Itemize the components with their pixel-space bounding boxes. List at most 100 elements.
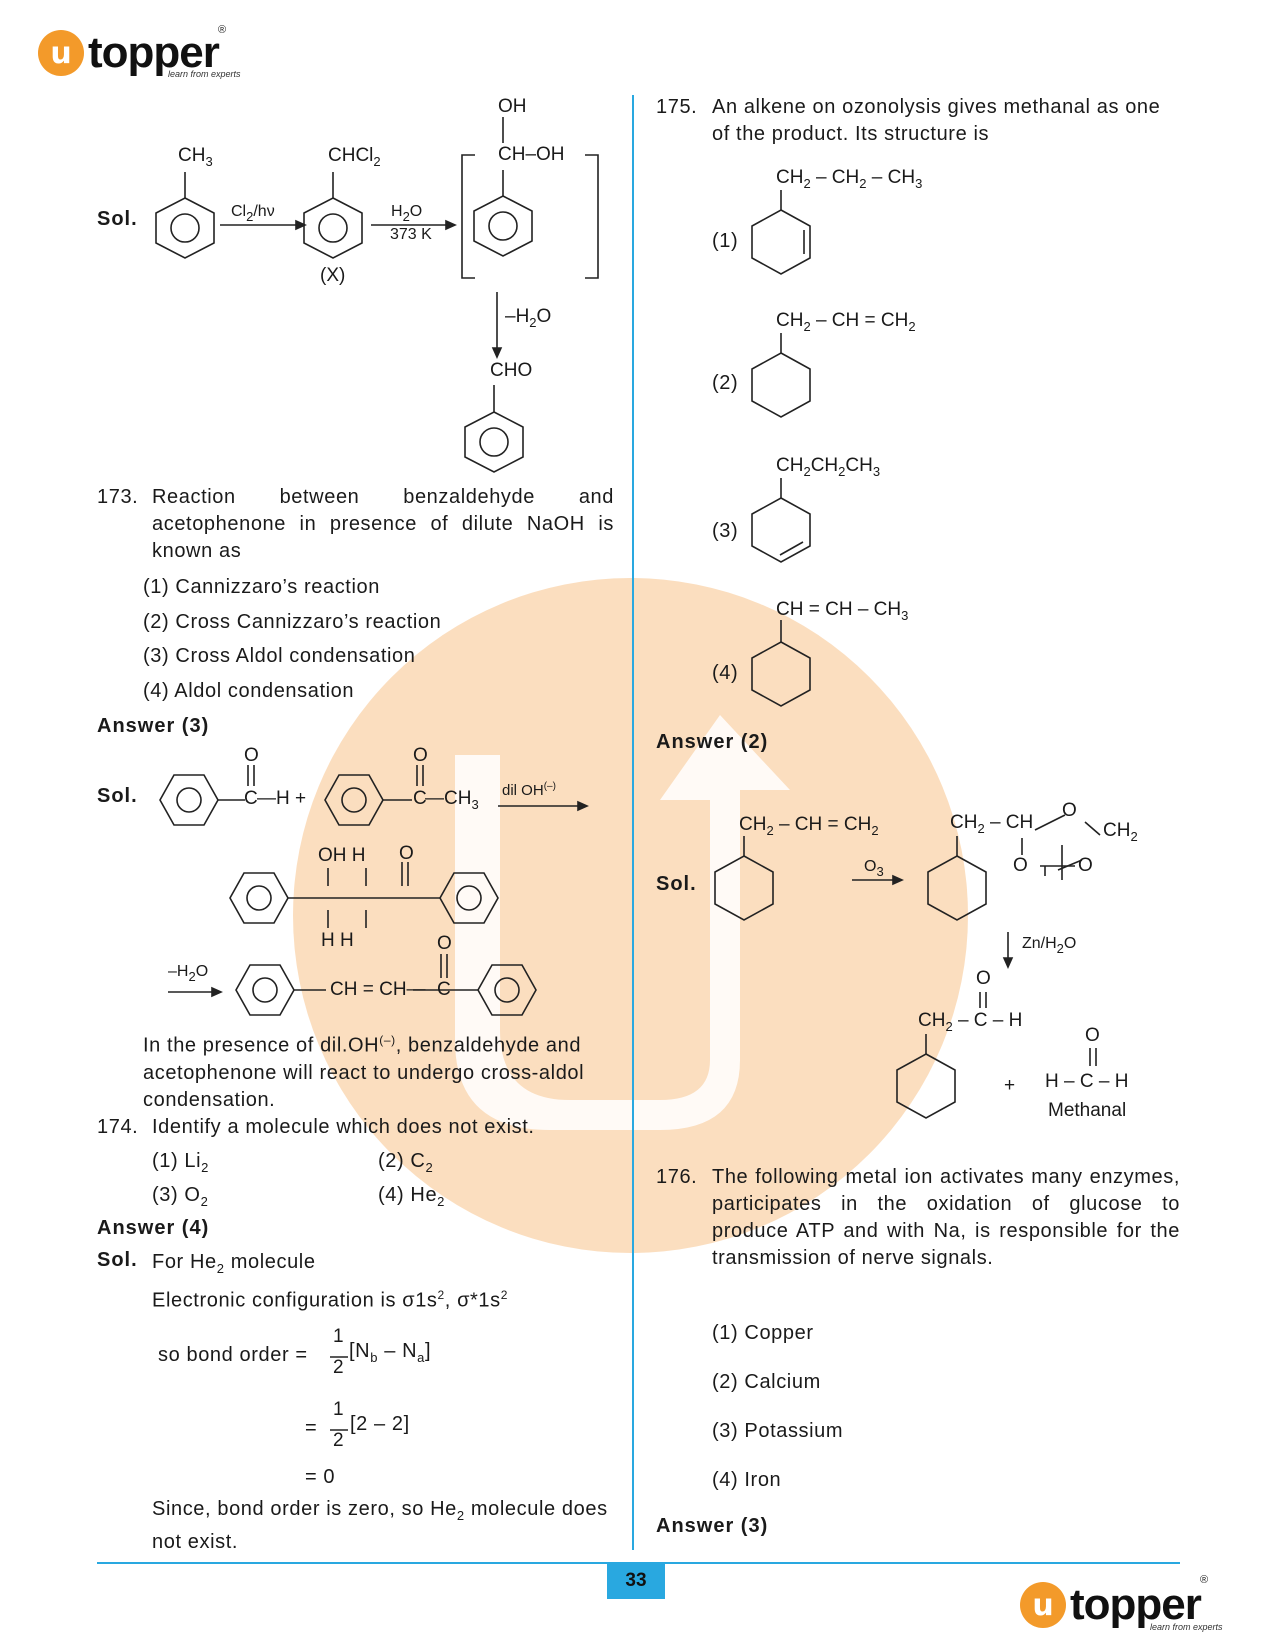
q175-methanal-label: Methanal — [1048, 1100, 1127, 1121]
q175-reagent-o3: O3 — [864, 858, 884, 879]
q173-o4: O — [437, 933, 452, 954]
q173-explanation: In the presence of dil.OH(–), benzaldehy… — [143, 1033, 585, 1111]
q173-c3: C — [437, 979, 451, 1000]
q174-bond-order-expr2: [2 – 2] — [350, 1413, 410, 1435]
q174-eq: = — [305, 1417, 318, 1439]
q175-ozonide-right: CH2 — [1103, 820, 1138, 844]
q173-oh-h: OH H — [318, 845, 366, 866]
toluene-ring — [155, 197, 215, 259]
footer-brand-tagline: learn from experts — [1150, 1622, 1223, 1632]
footer-brand-logo: u topper — [1020, 1580, 1202, 1630]
q174-option-4: (4) He2 — [378, 1184, 446, 1209]
q176-option-1: (1) Copper — [712, 1322, 814, 1344]
footer-brand-name: topper — [1070, 1580, 1202, 1629]
q175-opt2-chain: CH2 – CH = CH2 — [776, 310, 916, 334]
q176-option-3: (3) Potassium — [712, 1420, 844, 1442]
q174-bond-order-expr: [Nb – Na] — [349, 1340, 432, 1365]
brand-mark-icon: u — [38, 30, 84, 76]
q175-opt3-chain: CH2CH2CH3 — [776, 455, 881, 479]
q175-answer: Answer (2) — [656, 731, 769, 753]
page-number: 33 — [607, 1563, 665, 1599]
q174-answer: Answer (4) — [97, 1217, 210, 1239]
q176-option-2: (2) Calcium — [712, 1371, 821, 1393]
q176-text: The following metal ion activates many e… — [712, 1166, 1180, 1269]
q173-h-h: H H — [321, 930, 354, 951]
q173-number: 173. — [97, 486, 139, 508]
q173-minus-water: –H2O — [168, 963, 209, 984]
q175-ozonide-o-left: O — [1013, 855, 1028, 876]
q173-reagent: dil OH(–) — [502, 781, 556, 799]
q174-sol-line1: For He2 molecule — [152, 1251, 316, 1276]
q175-ozonide-o-top: O — [1062, 800, 1077, 821]
benzaldehyde-ring — [464, 411, 524, 473]
q174-sol-label: Sol. — [97, 1249, 138, 1271]
q175-prod-chain: CH2 – C – H — [918, 1010, 1023, 1034]
q173-c2: C — [413, 788, 427, 809]
cho-label: CHO — [490, 360, 533, 381]
q175-ozonide-o-right: O — [1078, 855, 1093, 876]
ch-oh-label: CH–OH — [498, 144, 565, 165]
q175-opt2-label: (2) — [712, 372, 739, 394]
q174-bond-order-prefix: so bond order = — [158, 1344, 308, 1366]
q174-option-3: (3) O2 — [152, 1184, 209, 1209]
q176-number: 176. — [656, 1166, 698, 1188]
q173-c1: C — [244, 788, 258, 809]
q173-o1: O — [244, 745, 259, 766]
reagent-water: H2O — [391, 203, 423, 224]
q173-answer: Answer (3) — [97, 715, 210, 737]
q175-methanal-o: O — [1085, 1025, 1100, 1046]
brand-logo: u topper — [38, 28, 220, 78]
q175-opt3-label: (3) — [712, 520, 739, 542]
q174-config: Electronic configuration is σ1s2, σ*1s2 — [152, 1288, 509, 1312]
chcl2-label: CHCl2 — [328, 145, 381, 169]
minus-water-label: –H2O — [505, 306, 552, 330]
q175-number: 175. — [656, 96, 698, 118]
q175-opt4-label: (4) — [712, 662, 739, 684]
q173-option-3: (3) Cross Aldol condensation — [143, 645, 416, 667]
q175-ozonide-left: CH2 – CH — [950, 812, 1034, 836]
q174-number: 174. — [97, 1116, 139, 1138]
watermark-circle — [293, 578, 968, 1253]
reagent-cl2-hv: Cl2/hν — [231, 203, 275, 224]
q173-h-plus: —H + — [257, 788, 307, 809]
ch3-label: CH3 — [178, 145, 213, 169]
q173-o2: O — [413, 745, 428, 766]
q175-text: An alkene on ozonolysis gives methanal a… — [712, 96, 1161, 145]
benzal-chloride-ring — [303, 197, 363, 259]
q175-sol-label: Sol. — [656, 873, 697, 895]
q175-opt1-chain: CH2 – CH2 – CH3 — [776, 167, 923, 191]
q174-frac2-den: 2 — [333, 1430, 344, 1451]
q175-opt4-chain: CH = CH – CH3 — [776, 599, 909, 623]
sol-label: Sol. — [97, 208, 138, 230]
q176-answer: Answer (3) — [656, 1515, 769, 1537]
brand-reg: ® — [218, 24, 227, 36]
q173-text: Reaction between benzaldehyde and acetop… — [152, 486, 614, 562]
oh-label: OH — [498, 96, 527, 117]
q173-option-1: (1) Cannizzaro’s reaction — [143, 576, 380, 598]
q173-option-4: (4) Aldol condensation — [143, 680, 355, 702]
brand-name: topper — [88, 28, 220, 77]
q174-frac-num: 1 — [333, 1326, 344, 1347]
q173-ch3: —CH3 — [425, 788, 479, 812]
footer-brand-reg: ® — [1200, 1574, 1209, 1586]
q174-option-2: (2) C2 — [378, 1150, 434, 1175]
brand-tagline: learn from experts — [168, 69, 241, 79]
q175-sol-chain: CH2 – CH = CH2 — [739, 814, 879, 838]
x-label: (X) — [320, 265, 346, 286]
q175-reagent-zn: Zn/H2O — [1022, 935, 1077, 956]
q174-conclusion: Since, bond order is zero, so He2 molecu… — [152, 1498, 608, 1553]
q173-o3: O — [399, 843, 414, 864]
q174-option-1: (1) Li2 — [152, 1150, 210, 1175]
q175-methanal-formula: H – C – H — [1045, 1071, 1129, 1092]
footer-brand-mark-icon: u — [1020, 1582, 1066, 1628]
column-divider — [632, 95, 634, 1550]
q174-frac-den: 2 — [333, 1357, 344, 1378]
q174-text: Identify a molecule which does not exist… — [152, 1116, 535, 1138]
q175-plus: + — [1004, 1075, 1016, 1096]
q173-chain: CH = CH— — [330, 979, 426, 1000]
q173-sol-label: Sol. — [97, 785, 138, 807]
q176-option-4: (4) Iron — [712, 1469, 782, 1491]
